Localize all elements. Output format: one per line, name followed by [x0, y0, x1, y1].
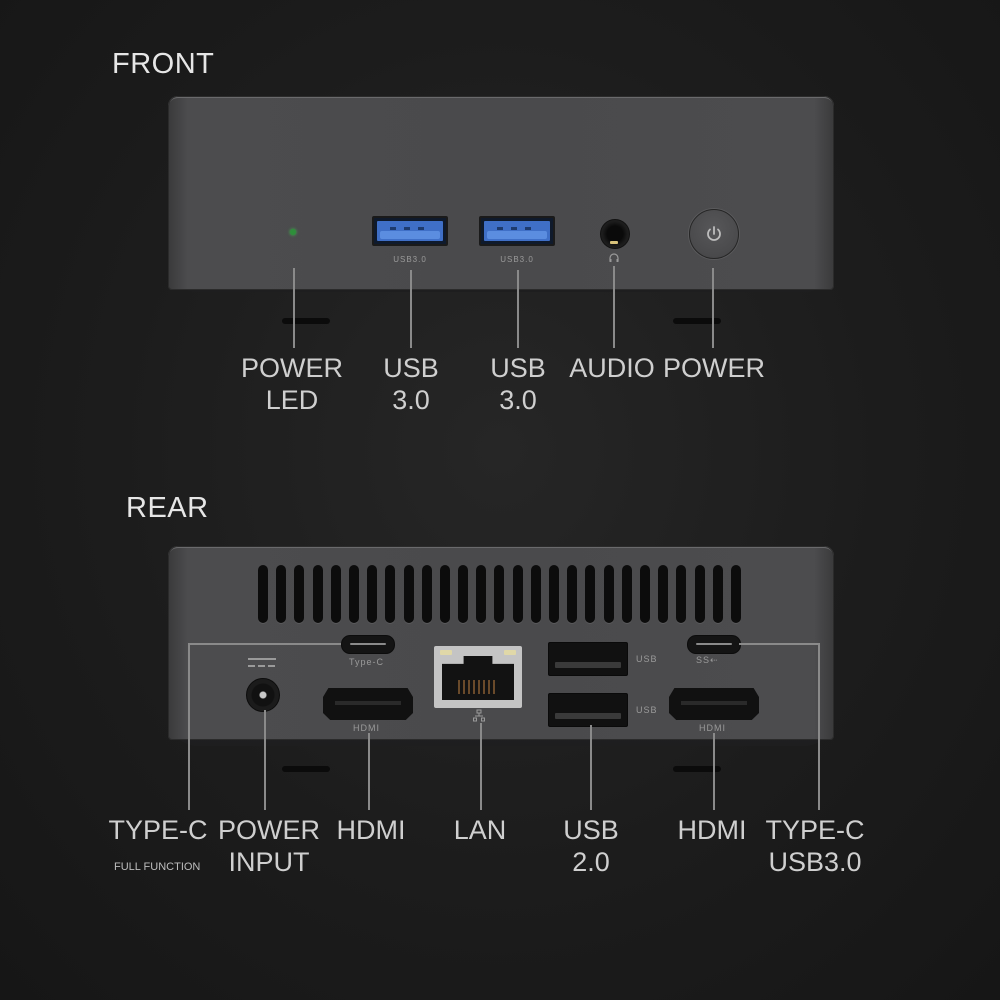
front-usb3-port-1: [372, 216, 448, 246]
leader-line-power-input: [264, 710, 266, 810]
audio-jack: [600, 219, 630, 249]
leader-line-power-led: [293, 268, 295, 348]
label-line: AUDIO: [569, 353, 655, 383]
rear-typec-port-right: [687, 635, 741, 654]
label-line: USB: [563, 815, 619, 845]
label-line: USB3.0: [768, 847, 862, 877]
front-section-title: FRONT: [112, 48, 215, 80]
label-line: USB: [490, 353, 546, 383]
label-line: 3.0: [392, 385, 430, 415]
dc-symbol-dashed: [248, 665, 276, 667]
label-line: POWER: [662, 353, 766, 383]
label-line: LED: [265, 385, 319, 415]
label-line: POWER: [240, 353, 344, 383]
label-line: INPUT: [228, 847, 310, 877]
hdmi-marking-right: HDMI: [699, 723, 726, 733]
lan-port: [434, 646, 522, 708]
leader-line-lan: [480, 723, 482, 810]
label-line: TYPE-C: [765, 815, 865, 845]
superspeed-usb-marking: SS⇠: [696, 655, 719, 665]
label-lan: LAN: [454, 814, 507, 846]
rear-right-foot: [673, 766, 721, 772]
front-usb3-marking-2: USB3.0: [500, 255, 534, 264]
leader-line-usb-2: [517, 270, 519, 348]
label-power: POWER: [663, 352, 765, 384]
dc-power-input-jack: [246, 678, 280, 712]
label-usb-2: USB 3.0: [490, 352, 546, 416]
rear-hdmi-port-right: [669, 688, 759, 720]
label-usb-2-0: USB 2.0: [563, 814, 619, 878]
rear-usb2-port-top: [548, 642, 628, 676]
label-usb-1: USB 3.0: [383, 352, 439, 416]
label-full-function: FULL FUNCTION: [114, 861, 201, 873]
label-line: USB: [383, 353, 439, 383]
leader-line-usb2: [590, 725, 592, 810]
leader-line-usb-1: [410, 270, 412, 348]
label-line: HDMI: [336, 815, 406, 845]
label-typec-usb3: TYPE-C USB3.0: [765, 814, 864, 878]
label-line: 3.0: [499, 385, 537, 415]
typec-marking-left: Type-C: [349, 657, 385, 667]
rear-section-title: REAR: [126, 492, 209, 524]
front-usb3-marking-1: USB3.0: [393, 255, 427, 264]
power-led-indicator: [290, 229, 296, 235]
label-typec-full-function: TYPE-C: [108, 814, 207, 846]
usb-marking-bottom: USB: [636, 705, 658, 715]
leader-line-power: [712, 268, 714, 348]
power-button[interactable]: [689, 209, 739, 259]
label-line: POWER: [217, 815, 321, 845]
leader-line-audio: [613, 266, 615, 348]
vent-grille: [258, 565, 748, 625]
leader-line-typec-right-horizontal: [739, 643, 819, 645]
leader-line-hdmi-right: [713, 733, 715, 810]
label-hdmi-left: HDMI: [337, 814, 406, 846]
leader-line-typec-left: [188, 643, 190, 810]
rear-usb2-port-bottom: [548, 693, 628, 727]
leader-line-typec-left-horizontal: [188, 643, 341, 645]
label-power-led: POWER LED: [241, 352, 343, 416]
label-audio: AUDIO: [569, 352, 655, 384]
label-power-input: POWER INPUT: [218, 814, 320, 878]
network-icon: [472, 709, 486, 723]
leader-line-hdmi-left: [368, 733, 370, 810]
rear-typec-port-left: [341, 635, 395, 654]
usb-marking-top: USB: [636, 654, 658, 664]
front-usb3-port-2: [479, 216, 555, 246]
front-right-foot: [673, 318, 721, 324]
label-line: HDMI: [677, 815, 747, 845]
rear-left-foot: [282, 766, 330, 772]
label-hdmi-right: HDMI: [678, 814, 747, 846]
front-left-foot: [282, 318, 330, 324]
leader-line-typec-right: [818, 643, 820, 810]
front-device-face: [168, 96, 834, 290]
dc-symbol-solid: [248, 658, 276, 660]
label-line: TYPE-C: [108, 815, 208, 845]
label-line: 2.0: [572, 847, 610, 877]
label-line: LAN: [453, 815, 507, 845]
headphone-icon: [608, 251, 620, 263]
power-icon: [704, 224, 724, 244]
rear-hdmi-port-left: [323, 688, 413, 720]
hdmi-marking-left: HDMI: [353, 723, 380, 733]
